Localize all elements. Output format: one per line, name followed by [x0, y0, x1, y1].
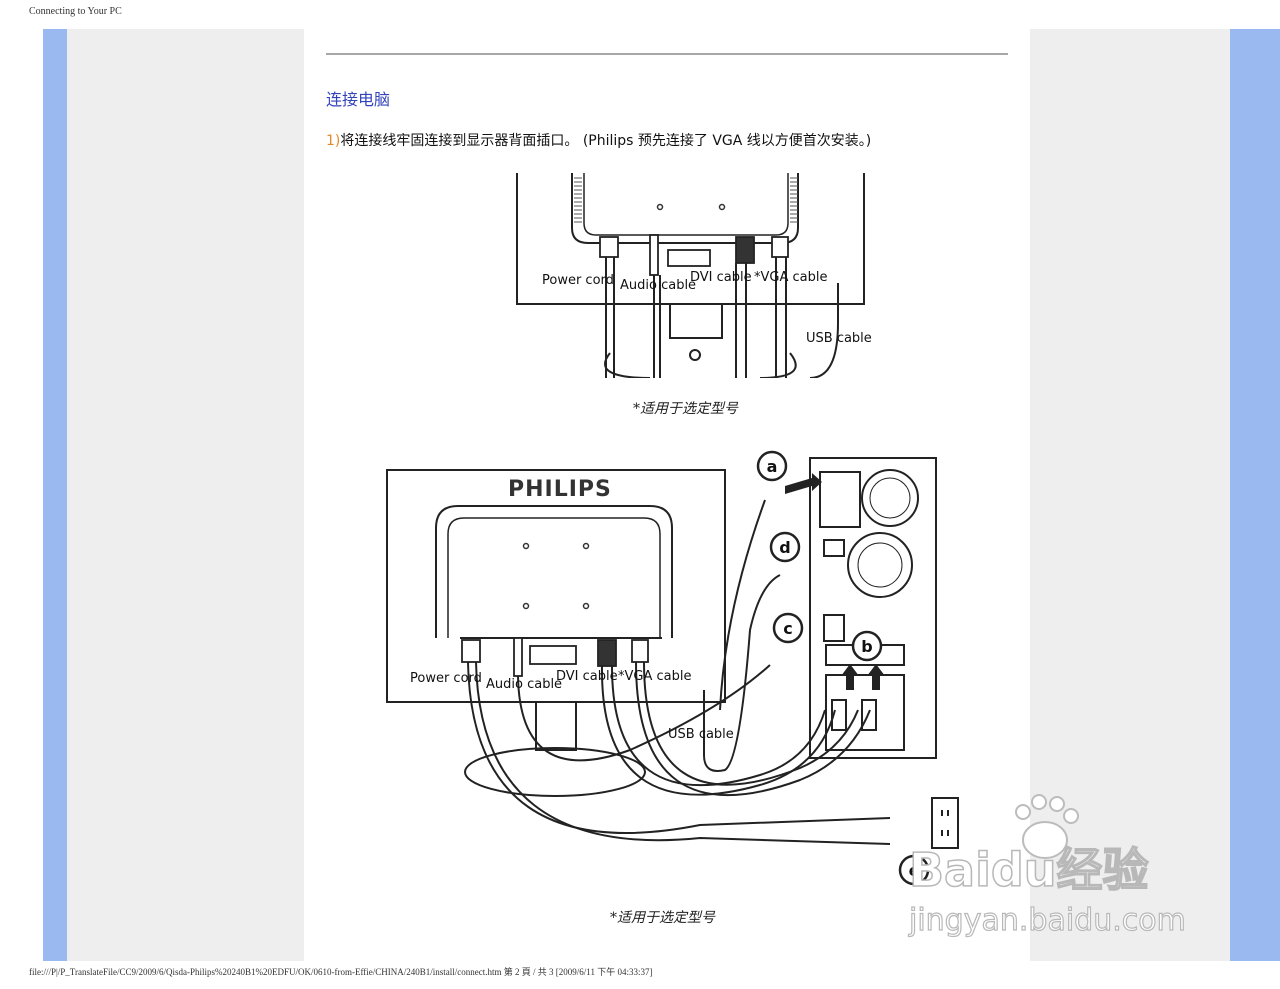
cable-usb-to-pc	[703, 574, 781, 772]
monitor-rear-housing	[386, 469, 726, 703]
label-usb-cable: USB cable	[806, 331, 872, 346]
vent-left	[574, 177, 582, 223]
figure-2-caption: *适用于选定型号	[610, 910, 715, 926]
label-audio-cable: Audio cable	[620, 278, 696, 293]
callout-a: a	[767, 457, 778, 476]
port-connectors	[599, 234, 789, 276]
label-power-cord: Power cord	[542, 273, 614, 288]
left-accent-band	[43, 29, 67, 961]
cable-power-to-outlet	[467, 661, 891, 834]
pc-tower	[809, 457, 937, 759]
right-accent-band	[1230, 29, 1280, 961]
cable-dvi-to-pc	[600, 665, 836, 796]
arrow-power	[785, 473, 822, 494]
callout-e: e	[909, 861, 920, 880]
monitor-inner-frame	[435, 505, 673, 638]
label-audio-cable: Audio cable	[486, 677, 562, 692]
wall-outlet	[931, 797, 959, 849]
vent-right	[790, 177, 798, 223]
arrow-dvi	[841, 664, 859, 690]
page-title: 连接电脑	[326, 90, 391, 109]
print-footer: file:///P|/P_TranslateFile/CC9/2009/6/Qi…	[29, 967, 653, 977]
label-power-cord: Power cord	[410, 671, 482, 686]
paw-logo	[1022, 821, 1068, 859]
port-connectors	[461, 637, 649, 677]
cable-vga-to-pc	[635, 661, 871, 796]
label-dvi-cable: DVI cable	[690, 270, 752, 285]
cable-power-pc	[719, 499, 766, 711]
label-usb-cable: USB cable	[668, 727, 734, 742]
label-vga-cable: *VGA cable	[618, 669, 691, 684]
cable-audio	[653, 275, 661, 378]
step-number: 1)	[326, 133, 341, 149]
arrow-vga	[867, 664, 885, 690]
callout-d: d	[779, 538, 790, 557]
content-area	[304, 29, 1030, 961]
cable-dvi	[735, 263, 747, 378]
monitor-base	[464, 747, 646, 797]
philips-logo: PHILIPS	[508, 477, 612, 502]
horizontal-rule	[326, 53, 1008, 55]
figure-connection-diagram: PHILIPS	[386, 450, 959, 886]
monitor-inner-frame	[571, 173, 799, 244]
psu-fan	[861, 469, 919, 527]
callout-c: c	[783, 619, 792, 638]
stand	[669, 304, 723, 339]
monitor-stand	[535, 702, 577, 751]
baidu-watermark: Baidu经验 jingyan.baidu.com	[907, 794, 1186, 939]
print-header: Connecting to Your PC	[29, 6, 122, 17]
watermark-url: jingyan.baidu.com	[908, 903, 1186, 938]
figure-1-caption: *适用于选定型号	[633, 401, 738, 417]
cable-vga	[775, 257, 787, 378]
step-text: 将连接线牢固连接到显示器背面插口。 (Philips 预先连接了 VGA 线以方…	[340, 133, 872, 149]
cable-usb	[809, 283, 839, 378]
callout-b: b	[861, 637, 872, 656]
step-1: 1)将连接线牢固连接到显示器背面插口。 (Philips 预先连接了 VGA 线…	[326, 130, 871, 150]
label-dvi-cable: DVI cable	[556, 669, 618, 684]
callouts	[756, 450, 930, 886]
monitor-back-outline	[516, 173, 865, 305]
watermark-brand: Baidu经验	[909, 843, 1149, 897]
figure-monitor-ports: Power cord Audio cable DVI cable *VGA ca…	[516, 173, 872, 378]
left-margin-panel	[67, 29, 304, 961]
case-fan	[847, 532, 913, 598]
label-vga-cable: *VGA cable	[754, 270, 827, 285]
